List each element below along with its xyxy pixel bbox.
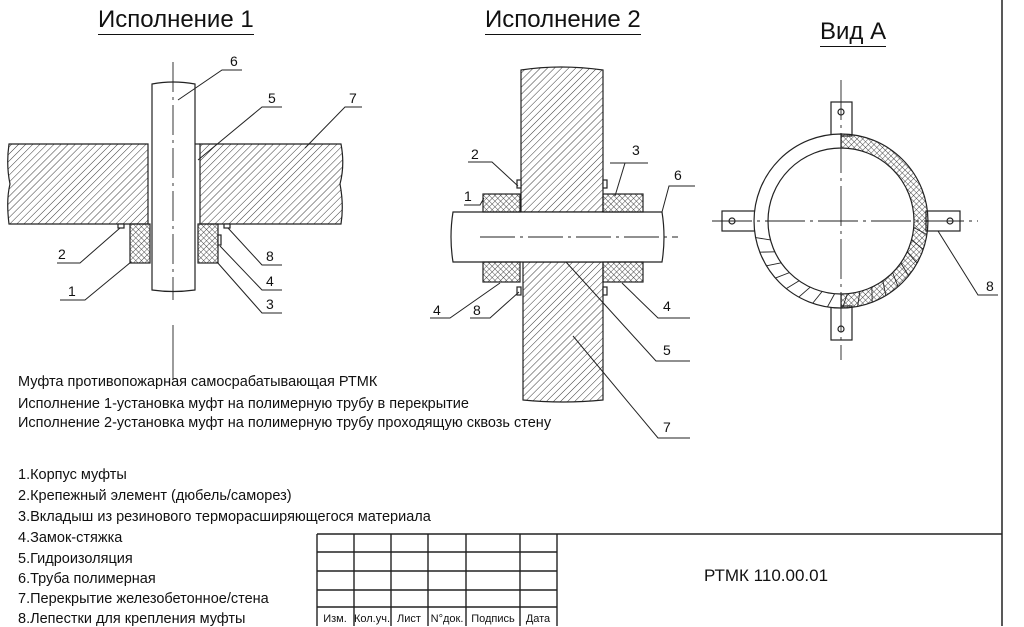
title-variant2: Исполнение 2 [485,6,641,35]
col-signature: Подпись [471,613,515,625]
legend-item: 8.Лепестки для крепления муфты [18,611,245,627]
callout-3: 3 [266,296,274,312]
legend-item: 2.Крепежный элемент (дюбель/саморез) [18,488,292,504]
description-line1: Исполнение 1-установка муфт на полимерну… [18,396,469,412]
callout-2: 2 [471,146,479,162]
callout-1: 1 [68,283,76,299]
callout-7: 7 [349,90,357,106]
legend-item: 4.Замок-стяжка [18,530,122,546]
legend-item: 1.Корпус муфты [18,467,127,483]
sleeve-bottom-right [603,262,643,282]
wall-upper [521,67,603,212]
callout-6: 6 [674,167,682,183]
callout-8: 8 [266,248,274,264]
sleeve-left [130,224,150,263]
legend-item: 6.Труба полимерная [18,571,156,587]
callout-4-left: 4 [433,302,441,318]
callout-8: 8 [473,302,481,318]
sleeve-top-left [483,194,520,212]
sleeve-bottom-left [483,262,520,282]
callout-5: 5 [268,90,276,106]
callout-8: 8 [986,278,994,294]
callout-4: 4 [266,273,274,289]
description-line2: Исполнение 2-установка муфт на полимерну… [18,415,551,431]
legend-item: 7.Перекрытие железобетонное/стена [18,591,269,607]
wall-lower [523,262,603,402]
col-doc-no: N°док. [431,613,464,625]
col-date: Дата [526,613,551,625]
col-list: Лист [397,613,421,625]
pipe [152,82,195,292]
slab-left [8,144,148,224]
title-variant1: Исполнение 1 [98,6,254,35]
callout-4-right: 4 [663,298,671,314]
callout-2: 2 [58,246,66,262]
title-view-a: Вид А [820,18,886,47]
callout-7: 7 [663,419,671,435]
col-izm: Изм. [323,613,347,625]
legend-item: 5.Гидроизоляция [18,551,133,567]
callout-5: 5 [663,342,671,358]
sleeve-top-right [603,194,643,212]
document-designation: РТМК 110.00.01 [704,566,828,585]
slab-right [200,144,343,224]
title-block-columns: Изм. Кол.уч. Лист N°док. Подпись Дата [323,613,551,625]
view-a-drawing [712,80,998,360]
variant2-drawing [430,67,695,438]
callout-1: 1 [464,188,472,204]
description-heading: Муфта противопожарная самосрабатывающая … [18,374,377,390]
variant1-drawing [8,62,362,380]
col-kol-uch: Кол.уч. [354,613,390,625]
sleeve-right [198,224,218,263]
legend-item: 3.Вкладыш из резинового терморасширяющег… [18,509,431,525]
callout-6: 6 [230,53,238,69]
callout-3: 3 [632,142,640,158]
